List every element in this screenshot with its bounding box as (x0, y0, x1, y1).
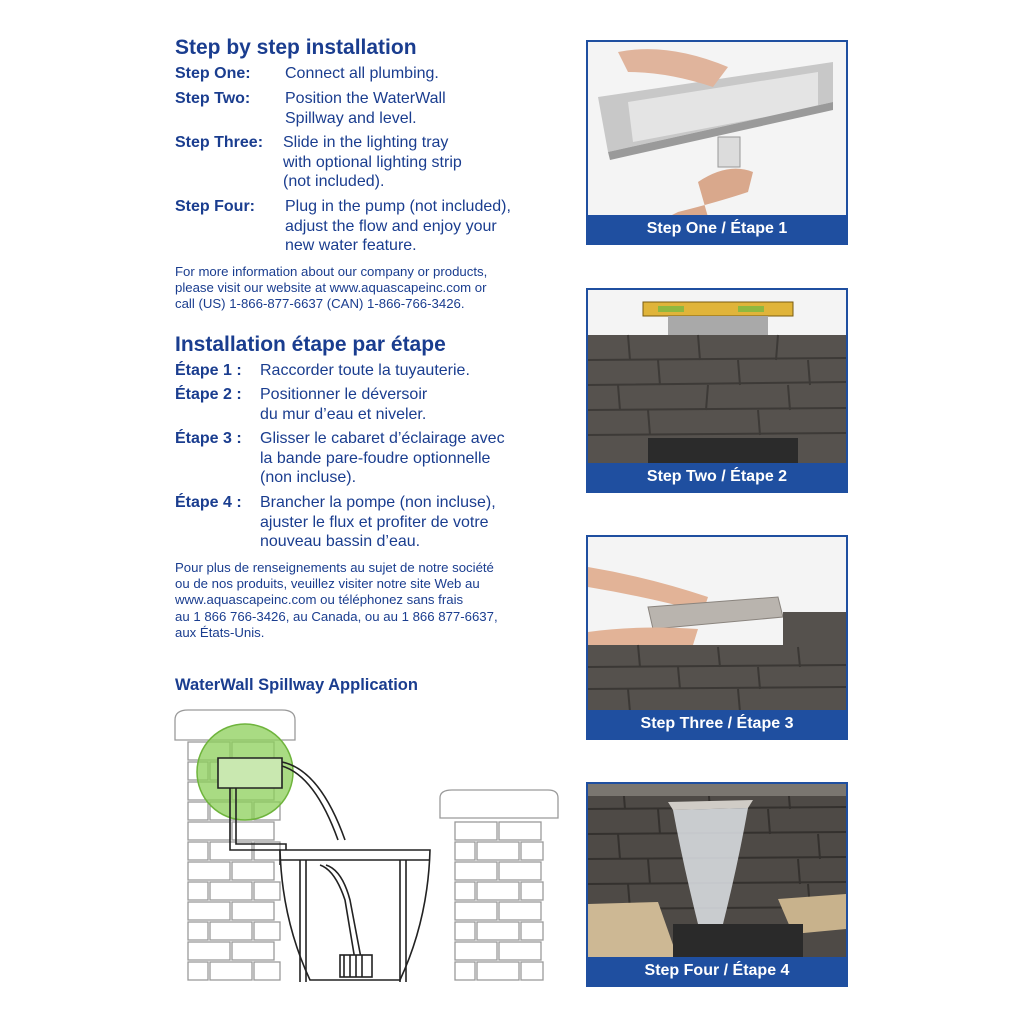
right-pillar (454, 821, 544, 981)
photo-caption: Step Two / Étape 2 (588, 463, 846, 491)
step-label: Step Four: (175, 198, 255, 215)
english-step-2: Step Two: Position the WaterWall Spillwa… (175, 89, 575, 129)
step-label: Step Three: (175, 134, 264, 151)
step-text: Brancher la pompe (non incluse), ajuster… (260, 494, 496, 550)
photo-step-one: Step One / Étape 1 (586, 40, 848, 245)
photo-step-four: Step Four / Étape 4 (586, 782, 848, 987)
step-three-image (588, 537, 846, 712)
step-label: Step One: (175, 65, 251, 82)
french-step-4: Étape 4 : Brancher la pompe (non incluse… (175, 493, 575, 553)
english-more-info: For more information about our company o… (175, 264, 488, 312)
step-two-image (588, 290, 846, 465)
spillway-application-diagram (174, 709, 559, 982)
french-step-2: Étape 2 : Positionner le déversoir du mu… (175, 385, 575, 425)
step-label: Step Two: (175, 90, 251, 107)
french-step-1: Étape 1 : Raccorder toute la tuyauterie. (175, 361, 575, 381)
english-step-4: Step Four: Plug in the pump (not include… (175, 197, 575, 257)
english-step-1: Step One: Connect all plumbing. (175, 64, 575, 84)
french-more-info: Pour plus de renseignements au sujet de … (175, 560, 498, 640)
photo-caption: Step Four / Étape 4 (588, 957, 846, 985)
photo-caption: Step Three / Étape 3 (588, 710, 846, 738)
step-one-image (588, 42, 846, 217)
step-label: Étape 4 : (175, 494, 242, 511)
french-title: Installation étape par étape (175, 333, 446, 356)
step-text: Raccorder toute la tuyauterie. (260, 362, 470, 379)
step-text: Position the WaterWall Spillway and leve… (285, 90, 446, 127)
step-label: Étape 1 : (175, 362, 242, 379)
photo-caption: Step One / Étape 1 (588, 215, 846, 243)
english-step-3: Step Three: Slide in the lighting tray w… (175, 133, 575, 193)
step-text: Glisser le cabaret d’éclairage avec la b… (260, 430, 505, 486)
step-label: Étape 3 : (175, 430, 242, 447)
application-title: WaterWall Spillway Application (175, 676, 418, 694)
step-text: Slide in the lighting tray with optional… (283, 134, 462, 190)
photo-step-three: Step Three / Étape 3 (586, 535, 848, 740)
step-four-image (588, 784, 846, 959)
french-step-3: Étape 3 : Glisser le cabaret d’éclairage… (175, 429, 575, 489)
step-text: Plug in the pump (not included), adjust … (285, 198, 511, 254)
photo-step-two: Step Two / Étape 2 (586, 288, 848, 493)
step-label: Étape 2 : (175, 386, 242, 403)
english-title: Step by step installation (175, 36, 417, 59)
step-text: Positionner le déversoir du mur d’eau et… (260, 386, 428, 423)
step-text: Connect all plumbing. (285, 65, 439, 82)
